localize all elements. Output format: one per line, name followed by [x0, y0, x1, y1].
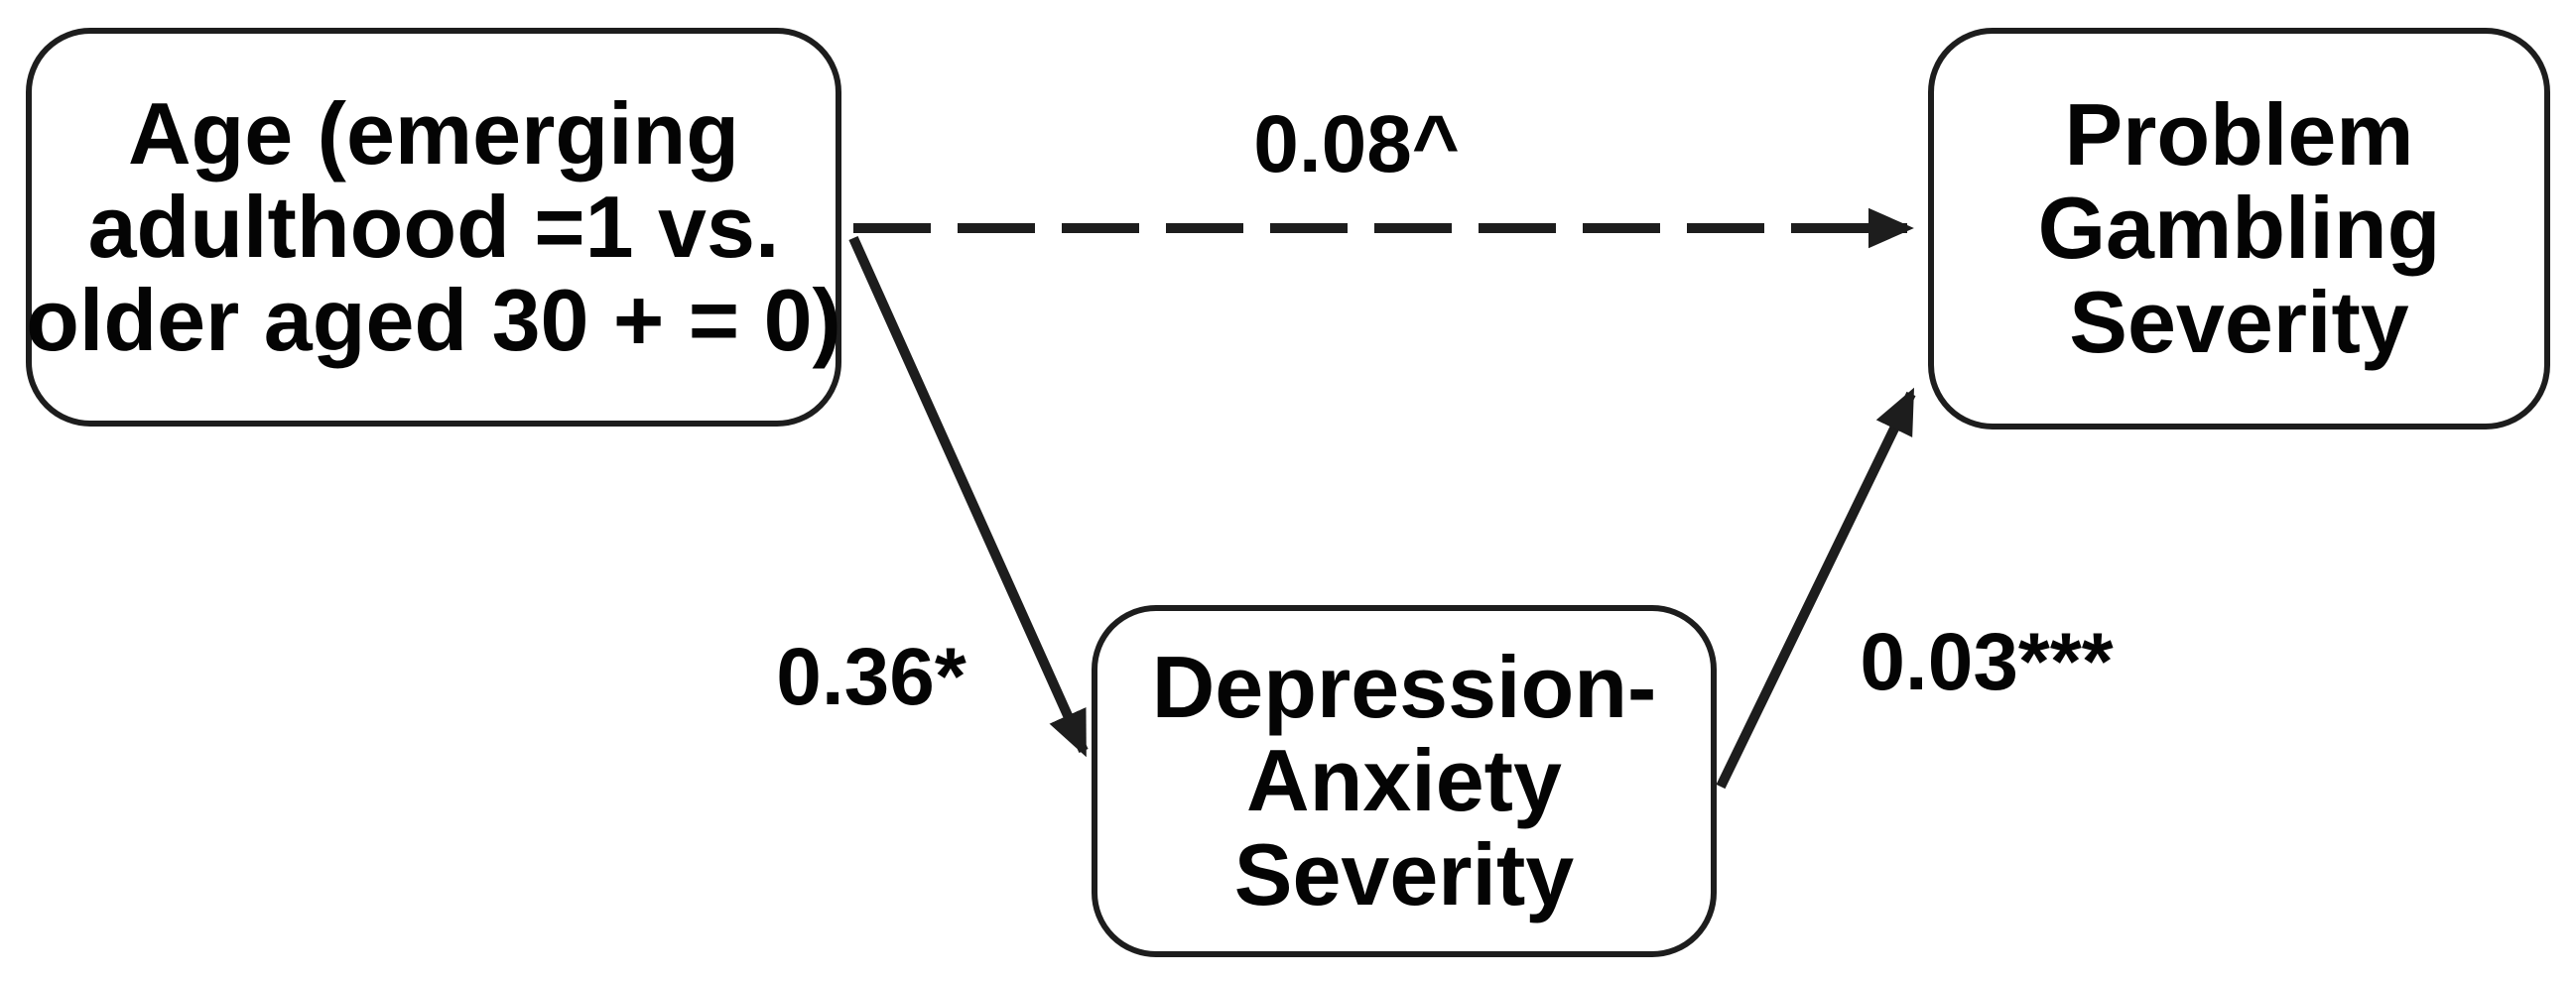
node-outcome-label: Problem Gambling Severity [2037, 85, 2441, 371]
node-outcome: Problem Gambling Severity [1928, 28, 2550, 430]
node-mediator-line-2: Anxiety [1246, 731, 1562, 830]
node-age-line-3: older aged 30 + = 0) [26, 271, 841, 370]
path-coefficient-mediator-to-outcome: 0.03*** [1860, 617, 2114, 707]
node-age-line-1: Age (emerging [127, 83, 740, 183]
node-age-label: Age (emerging adulthood =1 vs. older age… [26, 83, 841, 370]
solid-arrow-mediator-to-outcome [1716, 387, 1916, 790]
node-mediator-label: Depression- Anxiety Severity [1152, 641, 1657, 921]
path-coefficient-direct: 0.08^ [1253, 99, 1460, 189]
node-outcome-line-3: Severity [2069, 272, 2409, 371]
node-age: Age (emerging adulthood =1 vs. older age… [26, 28, 841, 427]
node-outcome-line-1: Problem [2064, 85, 2414, 184]
node-age-line-2: adulthood =1 vs. [87, 177, 780, 276]
node-mediator-line-1: Depression- [1151, 638, 1657, 737]
path-coefficient-age-to-mediator: 0.36* [776, 632, 966, 722]
node-mediator: Depression- Anxiety Severity [1092, 605, 1717, 957]
node-mediator-line-3: Severity [1233, 824, 1575, 923]
node-outcome-line-2: Gambling [2037, 179, 2441, 278]
solid-arrow-age-to-mediator [848, 235, 1089, 758]
